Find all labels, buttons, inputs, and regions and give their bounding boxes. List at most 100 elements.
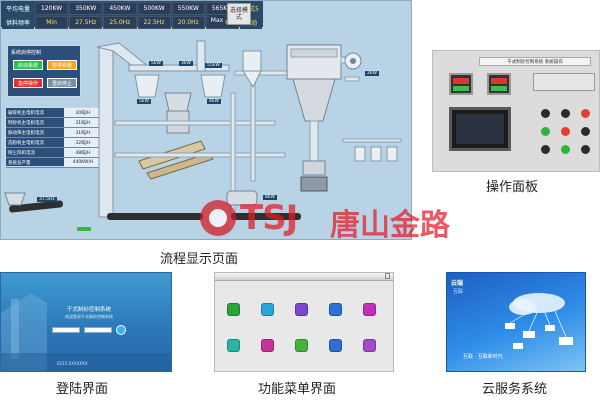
freq-value: 20.0Hz (171, 16, 205, 29)
menu-icon[interactable] (363, 339, 376, 352)
pipe (114, 152, 286, 158)
caption-login: 登陆界面 (56, 382, 109, 397)
menu-icon[interactable] (261, 303, 274, 316)
control-panel-title: 系统启停控制 (11, 50, 42, 56)
status-led (77, 227, 91, 231)
login-form: 干式制砂控制系统 欢迎登录干式制砂控制系统 (41, 305, 137, 345)
menu-icon[interactable] (227, 303, 240, 316)
equipment-label: 2kW (365, 71, 379, 76)
device-icon (505, 323, 515, 329)
feed-hopper[interactable] (4, 192, 26, 206)
indicator-light-icon (561, 145, 570, 154)
cyclone-separator[interactable] (242, 50, 262, 72)
row-value: 440KW/H (64, 158, 100, 167)
knob-icon[interactable] (541, 109, 550, 118)
vibrating-screen (146, 152, 214, 180)
knob-icon[interactable] (561, 109, 570, 118)
menu-titlebar (215, 273, 393, 281)
menu-icon[interactable] (329, 339, 342, 352)
emergency-stop-icon[interactable] (581, 109, 590, 118)
equipment-label: 3kW (179, 61, 193, 66)
caption-process: 流程显示页面 (160, 252, 239, 267)
process-display-screen: 平均电量 120KW 350KW 450KW 500KW 550KW 565KW… (0, 0, 412, 240)
knob-icon[interactable] (581, 127, 590, 136)
controller-display (533, 73, 595, 91)
belt-conveyor[interactable] (107, 213, 203, 220)
freq-value: 27.5Hz (69, 16, 103, 29)
device-icon (545, 325, 555, 331)
row-value: 31吨/H (64, 118, 100, 127)
truck (300, 176, 328, 192)
row-label: 选粉机主电机电流 (8, 140, 44, 146)
sand-making-machine[interactable] (164, 92, 192, 112)
row-label: 破碎机主电机电流 (8, 110, 44, 116)
brand-latin: TSJ (240, 198, 298, 238)
pipe (309, 120, 319, 162)
network-link (528, 312, 538, 332)
network-link (509, 312, 528, 324)
function-menu-screen (214, 272, 394, 372)
brand-watermark: TSJ 唐山金路 (200, 198, 500, 243)
freq-value: 22.5Hz (137, 16, 171, 29)
operating-panel-photo: 干式制砂控制系统 系统操作 (432, 50, 600, 172)
menu-icon[interactable] (295, 339, 308, 352)
menu-icon[interactable] (227, 339, 240, 352)
indicator-light-icon (561, 127, 570, 136)
cloud-icon (509, 299, 537, 315)
avg-power-label: 平均电量 (2, 2, 34, 15)
login-button[interactable] (116, 325, 126, 335)
bucket-elevator[interactable] (98, 46, 114, 218)
row-label: 系统总产量 (8, 160, 31, 166)
knob-icon[interactable] (581, 145, 590, 154)
password-field[interactable] (84, 327, 112, 333)
belt-conveyor[interactable] (231, 213, 301, 220)
menu-icon[interactable] (295, 303, 308, 316)
bin[interactable] (354, 146, 366, 162)
pause-system-button[interactable]: 暂停系统 (47, 60, 77, 70)
feed-pipe (196, 40, 206, 72)
emergency-stop-button[interactable]: 急停操作 (13, 78, 43, 88)
pipe (114, 120, 276, 126)
menu-icon[interactable] (363, 303, 376, 316)
bin[interactable] (386, 146, 398, 162)
dust-collector-top (290, 48, 338, 58)
bin[interactable] (134, 74, 160, 98)
plant-silhouette (11, 299, 19, 359)
cloud-tagline: 互联 · 互联新时代 (463, 354, 503, 360)
collector-hopper (292, 78, 336, 122)
pipe (340, 56, 346, 64)
freq-value: 25.0Hz (103, 16, 137, 29)
indicator-light-icon (541, 127, 550, 136)
equipment-label: 8kW (263, 195, 277, 200)
power-value: 550KW (171, 2, 205, 15)
belt-conveyor[interactable] (9, 200, 63, 213)
drum[interactable] (226, 190, 258, 206)
mode-select-button[interactable]: 选择模式 (227, 3, 251, 25)
mixer[interactable] (302, 160, 326, 176)
bin[interactable] (370, 146, 382, 162)
bin[interactable] (200, 74, 226, 98)
start-system-button[interactable]: 启动系统 (13, 60, 43, 70)
equipment-label: 37.5Hz (37, 197, 57, 202)
row-value: 30吨/H (64, 108, 100, 117)
login-screen: 干式制砂控制系统 欢迎登录干式制砂控制系统 0315-XXXXXXX (0, 272, 172, 372)
restart-stop-button[interactable]: 重启停止 (47, 78, 77, 88)
power-value: 350KW (69, 2, 103, 15)
feed-freq-label: 供料频率 (2, 16, 34, 29)
table-row: 系统总产量 440KW/H (6, 158, 100, 168)
knob-icon[interactable] (541, 145, 550, 154)
menu-icon[interactable] (329, 303, 342, 316)
menu-icon[interactable] (261, 339, 274, 352)
digital-meter (487, 73, 511, 95)
username-field[interactable] (52, 327, 80, 333)
pipe (342, 138, 402, 143)
fan-hub (350, 58, 356, 64)
login-footer-band (1, 353, 171, 371)
freq-max: Max (209, 15, 225, 26)
close-icon[interactable] (385, 273, 390, 279)
